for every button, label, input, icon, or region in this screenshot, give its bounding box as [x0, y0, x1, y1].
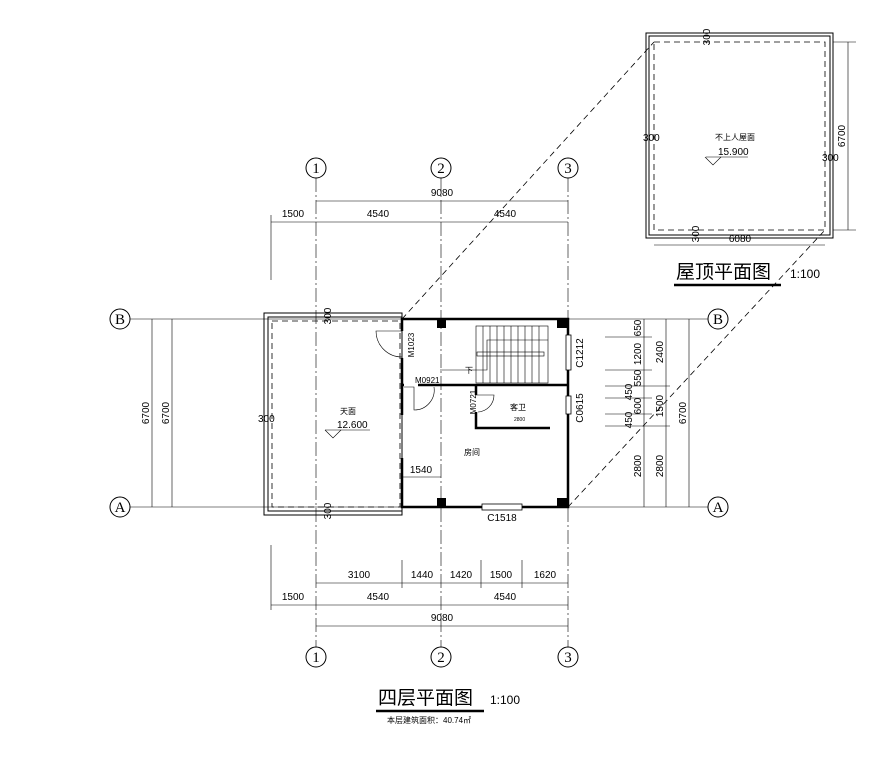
axis-bubbles: 1 2 3 1 2 3 B A B A [109, 157, 729, 668]
svg-text:12.600: 12.600 [337, 420, 368, 431]
svg-text:1540: 1540 [410, 465, 433, 476]
svg-text:300: 300 [691, 225, 702, 242]
bottom-dimensions: 3100 1440 1420 1500 1620 1500 4540 4540 … [270, 545, 568, 627]
svg-text:C1212: C1212 [575, 338, 586, 368]
svg-text:1500: 1500 [282, 209, 305, 220]
svg-text:650: 650 [633, 319, 644, 336]
svg-text:不上人屋面: 不上人屋面 [715, 133, 755, 142]
svg-text:本层建筑面积：40.74㎡: 本层建筑面积：40.74㎡ [387, 715, 471, 725]
left-dimensions: 6700 6700 [141, 319, 173, 507]
detail-leader [401, 41, 655, 320]
svg-text:1500: 1500 [490, 570, 513, 581]
svg-text:B: B [713, 312, 723, 328]
right-dimensions: 650 1200 550 450 600 450 2800 2400 1500 … [605, 319, 690, 507]
svg-text:300: 300 [702, 28, 713, 45]
svg-text:4540: 4540 [367, 209, 390, 220]
svg-text:1200: 1200 [633, 342, 644, 365]
svg-text:下: 下 [465, 366, 473, 375]
detail-leader [567, 229, 826, 508]
svg-text:15.900: 15.900 [718, 147, 749, 158]
svg-text:1: 1 [312, 650, 320, 666]
svg-text:1500: 1500 [282, 592, 305, 603]
svg-text:300: 300 [822, 153, 839, 164]
svg-text:2: 2 [437, 650, 445, 666]
svg-text:2800: 2800 [514, 417, 525, 423]
svg-text:4540: 4540 [494, 209, 517, 220]
top-dimensions: 9080 1500 4540 4540 [270, 188, 568, 280]
svg-text:6700: 6700 [678, 401, 689, 424]
svg-text:A: A [115, 500, 126, 516]
svg-text:600: 600 [633, 397, 644, 414]
svg-text:C0615: C0615 [575, 393, 586, 423]
svg-text:550: 550 [633, 369, 644, 386]
svg-text:6700: 6700 [837, 124, 848, 147]
svg-text:M0721: M0721 [469, 389, 478, 414]
svg-text:1:100: 1:100 [490, 693, 520, 707]
stair: 下 [440, 325, 549, 384]
svg-text:300: 300 [323, 307, 334, 324]
svg-text:1620: 1620 [534, 570, 557, 581]
svg-text:300: 300 [258, 414, 275, 425]
svg-text:1: 1 [312, 161, 320, 177]
room-labels: 房间 客卫 2800 M1023 M0921 M0721 C1212 C0615… [402, 332, 586, 524]
svg-text:2800: 2800 [633, 454, 644, 477]
svg-text:300: 300 [643, 133, 660, 144]
terrace: 天面 12.600 300 300 300 [258, 307, 403, 519]
svg-text:4540: 4540 [367, 592, 390, 603]
svg-text:天面: 天面 [340, 407, 356, 416]
svg-text:2400: 2400 [655, 340, 666, 363]
svg-text:300: 300 [323, 502, 334, 519]
svg-text:9080: 9080 [431, 613, 454, 624]
svg-text:客卫: 客卫 [510, 402, 526, 412]
svg-text:屋顶平面图: 屋顶平面图 [676, 261, 771, 283]
svg-text:3100: 3100 [348, 570, 371, 581]
roof-plan: 不上人屋面 15.900 6700 6080 300 300 300 300 屋… [643, 28, 856, 287]
svg-text:450: 450 [624, 383, 635, 400]
svg-text:6080: 6080 [729, 234, 752, 245]
svg-text:1420: 1420 [450, 570, 473, 581]
svg-text:2800: 2800 [655, 454, 666, 477]
svg-text:四层平面图: 四层平面图 [378, 687, 473, 709]
svg-text:9080: 9080 [431, 188, 454, 199]
svg-text:3: 3 [564, 161, 572, 177]
svg-text:1:100: 1:100 [790, 267, 820, 281]
svg-text:4540: 4540 [494, 592, 517, 603]
svg-text:6700: 6700 [161, 401, 172, 424]
floor-plan-title: 四层平面图 1:100 本层建筑面积：40.74㎡ [376, 687, 520, 725]
svg-text:A: A [713, 500, 724, 516]
svg-text:M1023: M1023 [407, 332, 416, 357]
svg-text:1500: 1500 [655, 394, 666, 417]
svg-text:6700: 6700 [141, 401, 152, 424]
svg-text:B: B [115, 312, 125, 328]
building-walls [375, 317, 572, 511]
svg-text:2: 2 [437, 161, 445, 177]
svg-text:1440: 1440 [411, 570, 434, 581]
svg-text:房间: 房间 [464, 447, 480, 457]
svg-text:C1518: C1518 [487, 513, 517, 524]
svg-text:M0921: M0921 [415, 376, 440, 385]
svg-text:450: 450 [624, 411, 635, 428]
svg-text:3: 3 [564, 650, 572, 666]
